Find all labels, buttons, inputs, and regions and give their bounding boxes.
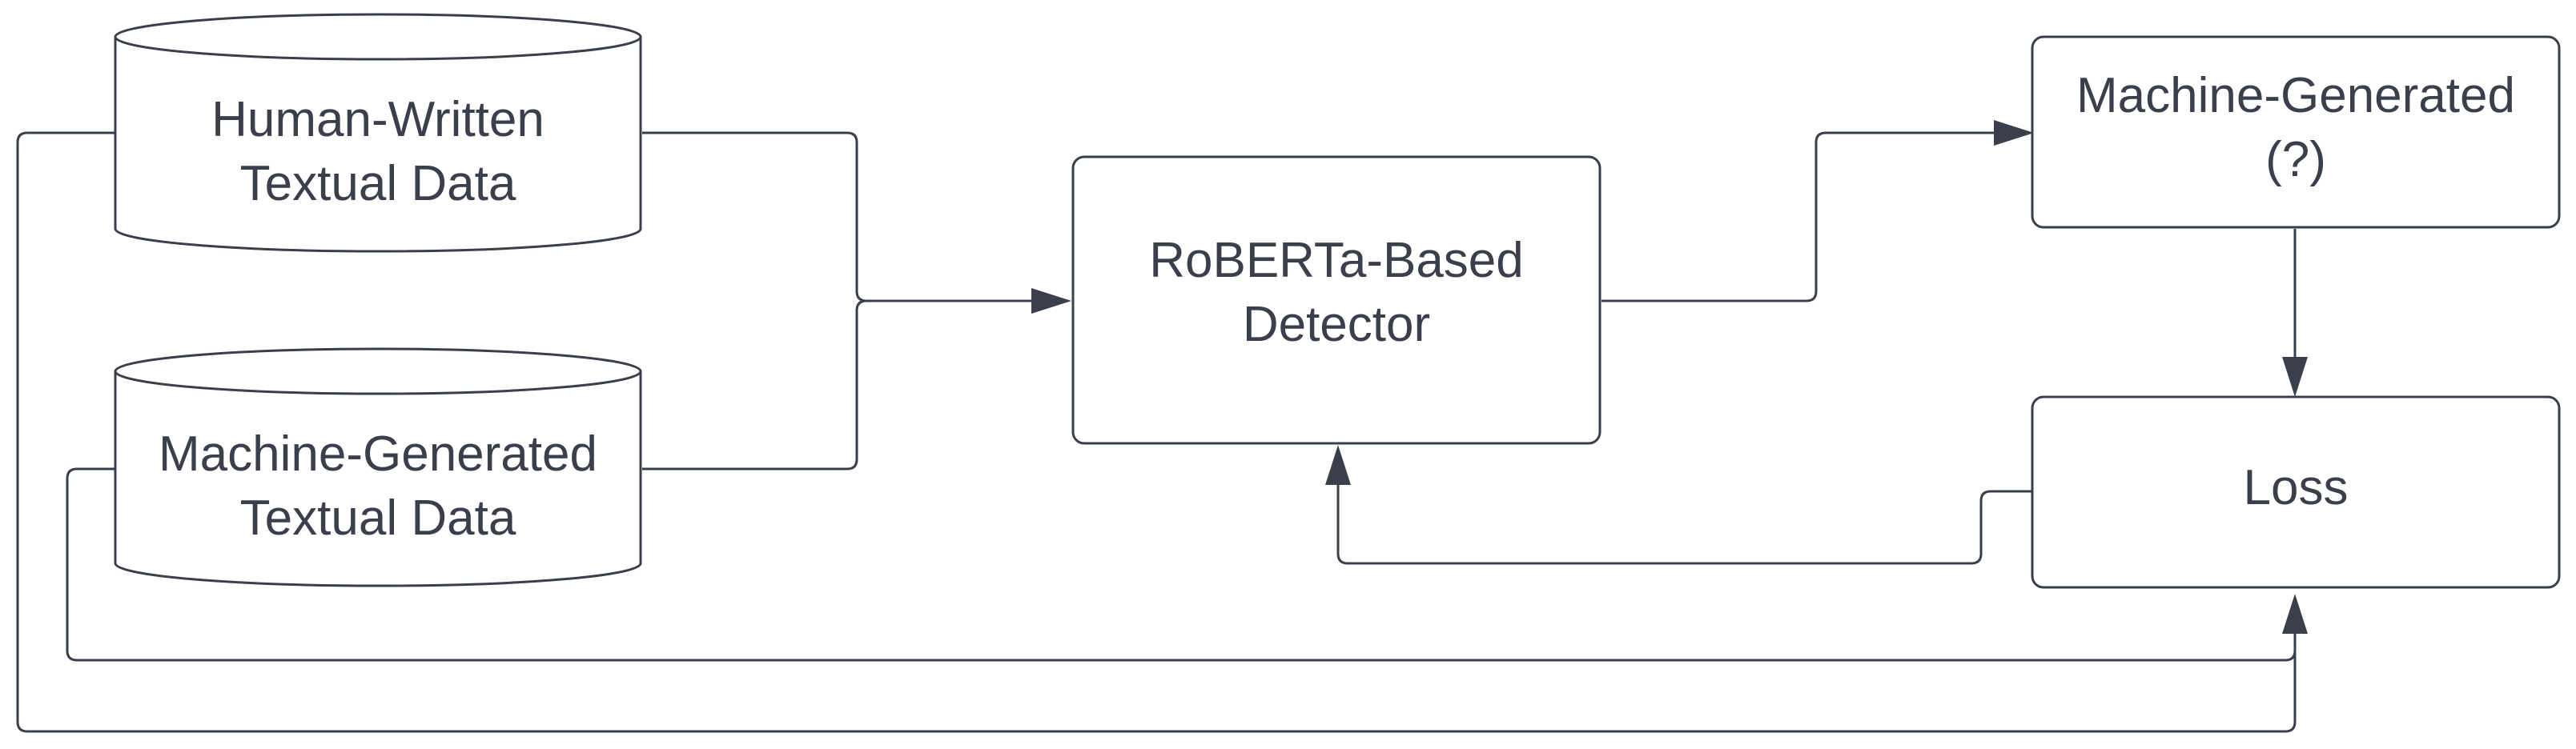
edge-loss-to-detector <box>1336 485 2034 565</box>
edge-machine-data-to-detector <box>642 299 1031 471</box>
edge-human-data-to-detector <box>642 131 1031 302</box>
arrowhead-into-loss-bottom <box>2282 594 2308 634</box>
prediction-label-line1: Machine-Generated <box>2076 68 2515 123</box>
human-data-label-line1: Human-Written <box>211 92 545 147</box>
prediction-label-line2: (?) <box>2265 132 2326 187</box>
cylinder-body <box>114 371 642 587</box>
machine-generated-data-cylinder: Machine-Generated Textual Data <box>114 347 642 587</box>
human-data-label-line2: Textual Data <box>240 156 516 211</box>
loss-label: Loss <box>2244 460 2349 515</box>
detector-rect <box>1071 155 1601 445</box>
loss-rect <box>2031 395 2561 589</box>
prediction-box: Machine-Generated (?) <box>2031 35 2561 229</box>
arrowhead-into-detector <box>1031 288 1071 314</box>
detector-label-line2: Detector <box>1243 297 1430 352</box>
prediction-rect <box>2031 35 2561 229</box>
edge-machine-data-to-loss <box>66 467 2297 662</box>
cylinder-body <box>114 37 642 253</box>
arrowhead-into-prediction <box>1994 120 2034 146</box>
human-written-data-cylinder: Human-Written Textual Data <box>114 13 642 253</box>
cylinder-top <box>114 347 642 395</box>
edge-detector-to-prediction <box>1601 131 1994 302</box>
arrowhead-into-loss-top <box>2282 357 2308 397</box>
cylinder-top <box>114 13 642 61</box>
loss-box: Loss <box>2031 395 2561 589</box>
edge-human-data-to-loss <box>16 131 2297 733</box>
machine-data-label-line1: Machine-Generated <box>159 427 597 482</box>
machine-data-label-line2: Textual Data <box>240 491 516 546</box>
detector-label-line1: RoBERTa-Based <box>1149 233 1524 288</box>
arrowhead-into-detector-bottom <box>1325 445 1351 485</box>
detector-box: RoBERTa-Based Detector <box>1071 155 1601 445</box>
